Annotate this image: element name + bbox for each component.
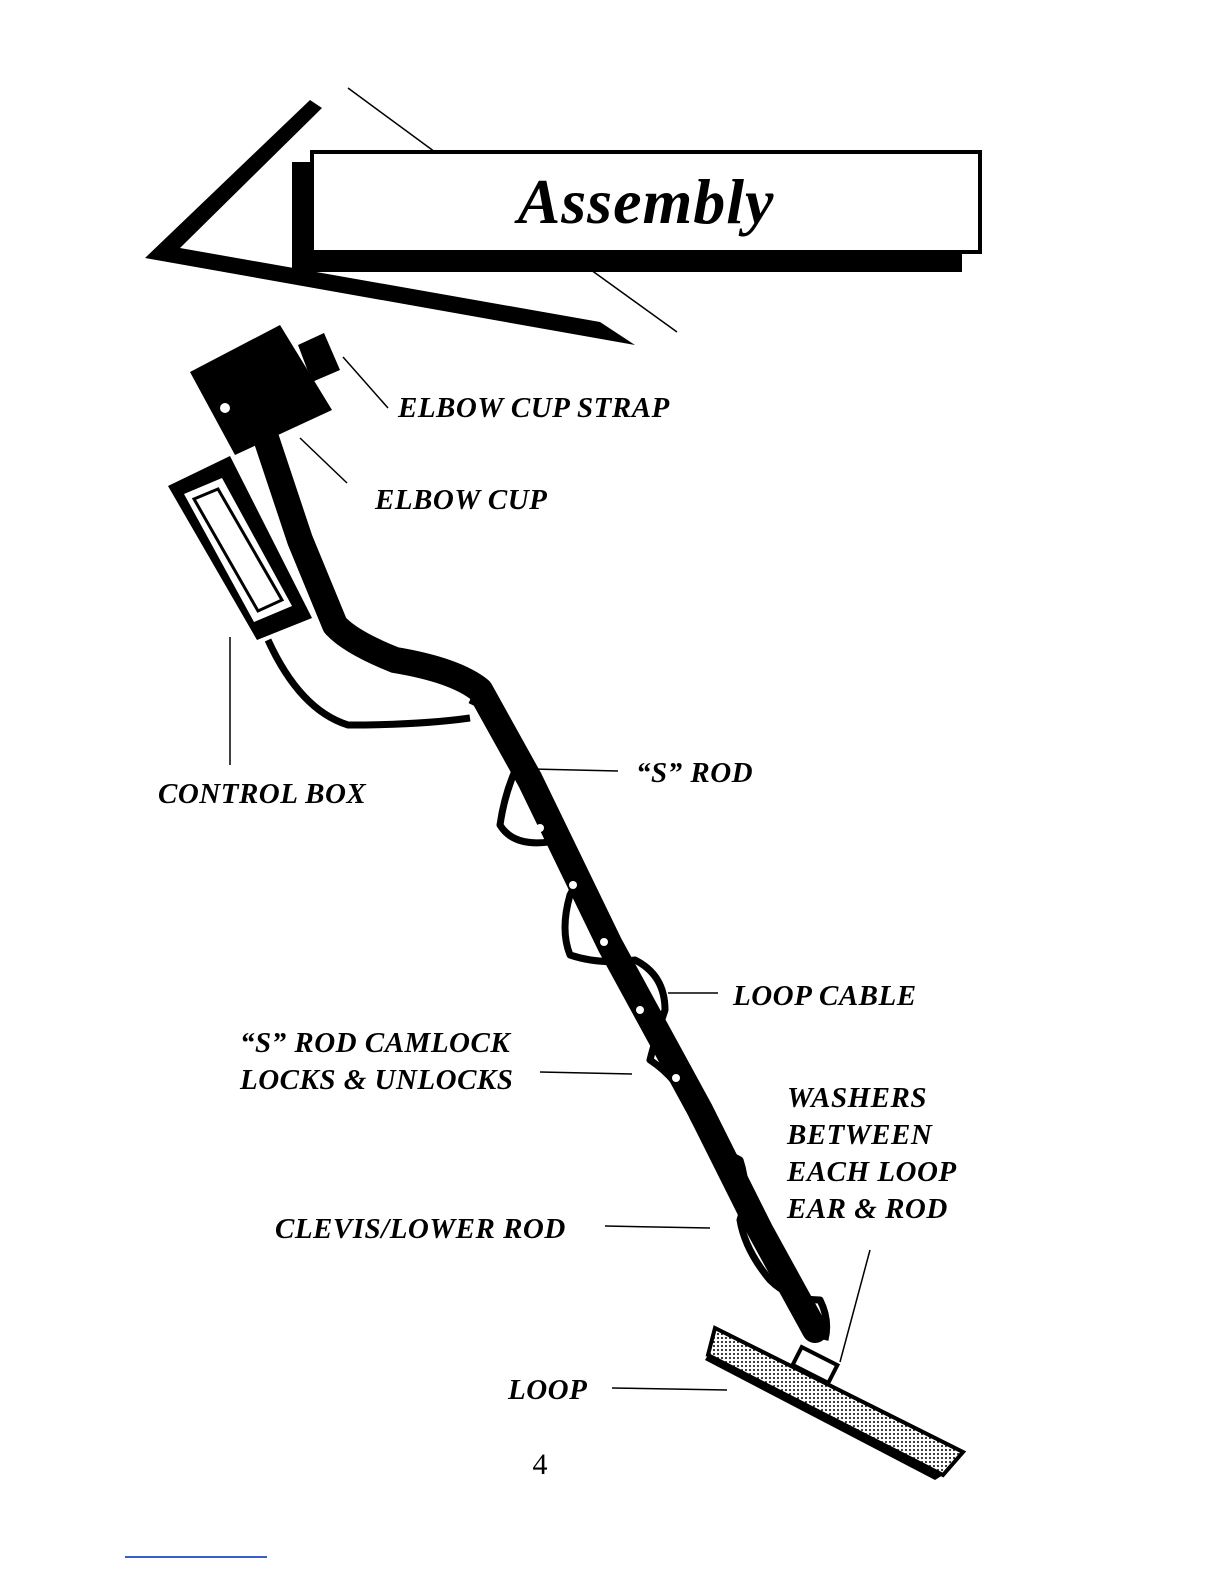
label-s-rod: “S” ROD xyxy=(636,759,753,788)
label-clevis-lower-rod: CLEVIS/LOWER ROD xyxy=(275,1215,566,1244)
page-number: 4 xyxy=(500,1448,580,1482)
page-title: Assembly xyxy=(312,152,980,252)
label-loop: LOOP xyxy=(508,1376,587,1405)
label-elbow-cup-strap: ELBOW CUP STRAP xyxy=(398,394,670,423)
label-washers-line-3: EACH LOOP xyxy=(787,1154,957,1191)
label-washers-line-1: WASHERS xyxy=(787,1080,957,1117)
label-loop-cable: LOOP CABLE xyxy=(733,982,917,1011)
label-washers-line-4: EAR & ROD xyxy=(787,1191,957,1228)
footer-rule xyxy=(125,1556,267,1558)
label-elbow-cup: ELBOW CUP xyxy=(375,486,547,515)
label-s-rod-camlock-line-2: LOCKS & UNLOCKS xyxy=(240,1062,513,1099)
label-s-rod-camlock-line-1: “S” ROD CAMLOCK xyxy=(240,1025,513,1062)
label-s-rod-camlock: “S” ROD CAMLOCK LOCKS & UNLOCKS xyxy=(240,1025,513,1099)
loop-shape xyxy=(705,1328,963,1480)
metal-detector-illustration xyxy=(168,325,963,1480)
label-washers-line-2: BETWEEN xyxy=(787,1117,957,1154)
label-washers: WASHERS BETWEEN EACH LOOP EAR & ROD xyxy=(787,1080,957,1228)
label-control-box: CONTROL BOX xyxy=(158,780,366,809)
